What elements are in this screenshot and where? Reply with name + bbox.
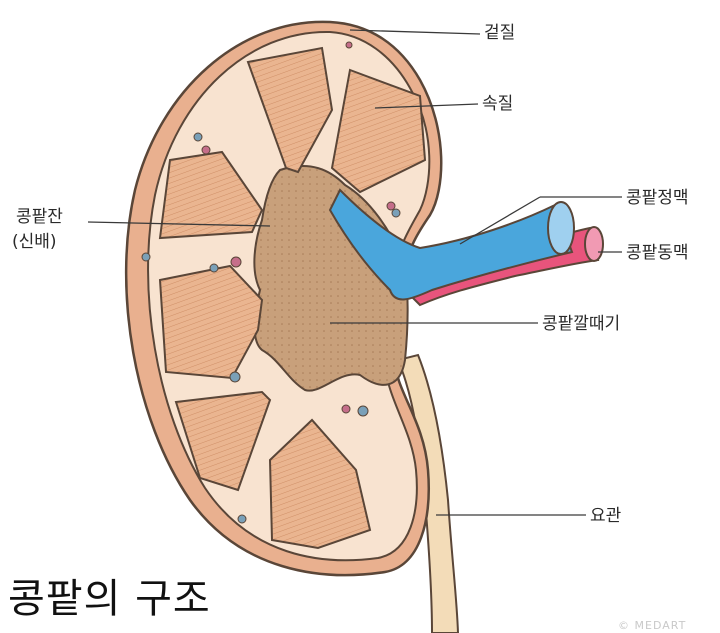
label-medulla: 속질: [482, 94, 513, 114]
label-renal-calyx: 콩팥잔: [16, 207, 63, 227]
label-renal-vein: 콩팥정맥: [626, 188, 689, 208]
pyramid: [246, 46, 334, 174]
pyramid: [158, 150, 264, 240]
pyramid: [330, 68, 427, 194]
label-renal-calyx-hanja: (신배): [12, 232, 57, 252]
label-renal-artery: 콩팥동맥: [626, 243, 689, 263]
label-cortex: 겉질: [484, 23, 515, 43]
watermark: © MEDART: [618, 619, 687, 632]
pyramid: [268, 418, 372, 550]
artery-opening: [584, 226, 604, 262]
label-renal-pelvis: 콩팥깔때기: [542, 314, 620, 334]
leader-lines: [87, 29, 622, 516]
pyramid: [174, 390, 272, 492]
renal-vein: [328, 188, 574, 301]
small-vessels: [141, 41, 401, 524]
pyramid: [158, 264, 264, 380]
diagram-caption: 콩팥의 구조: [8, 576, 211, 622]
label-ureter: 요관: [590, 506, 621, 526]
vein-opening: [547, 201, 575, 255]
